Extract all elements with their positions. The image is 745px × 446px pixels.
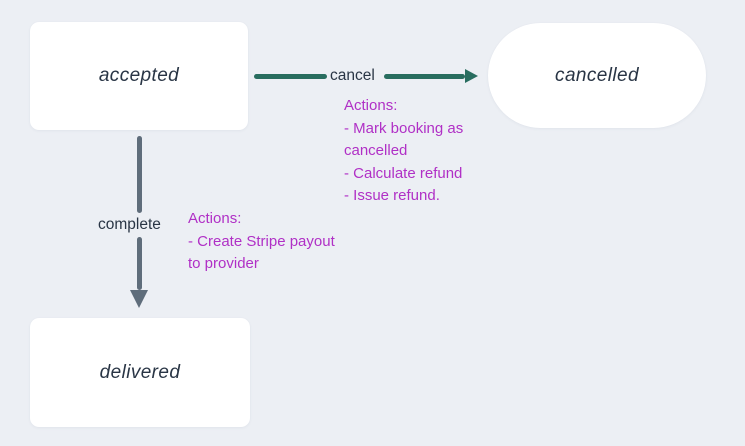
cancel-actions-line: cancelled: [344, 142, 408, 159]
state-node-delivered: delivered: [30, 318, 250, 427]
cancel-edge-line-left: [254, 73, 327, 79]
cancel-actions-note: Actions: - Mark booking as cancelled - C…: [344, 95, 463, 208]
state-label-accepted: accepted: [98, 65, 180, 86]
complete-actions-note: Actions: - Create Stripe payout to provi…: [188, 208, 335, 276]
complete-edge-line-top: [137, 136, 142, 213]
state-node-accepted: accepted: [30, 22, 248, 130]
complete-arrowhead-icon: [130, 290, 148, 308]
state-node-cancelled: cancelled: [488, 23, 706, 128]
cancel-actions-line: - Issue refund.: [344, 187, 440, 204]
cancel-arrowhead-icon: [465, 69, 478, 83]
state-label-cancelled: cancelled: [555, 64, 639, 86]
cancel-actions-line: Actions:: [344, 97, 398, 114]
complete-actions-line: - Create Stripe payout: [188, 232, 335, 250]
cancel-edge-line-right: [384, 73, 465, 79]
complete-actions-line: Actions:: [188, 210, 242, 227]
cancel-actions-line: - Mark booking as: [344, 119, 464, 137]
complete-edge-label: complete: [98, 216, 161, 233]
state-label-delivered: delivered: [99, 361, 181, 383]
cancel-actions-line: - Calculate refund: [344, 164, 463, 182]
complete-edge-line-bottom: [137, 237, 142, 290]
complete-actions-line: to provider: [188, 255, 259, 272]
cancel-edge-label: cancel: [330, 67, 375, 84]
